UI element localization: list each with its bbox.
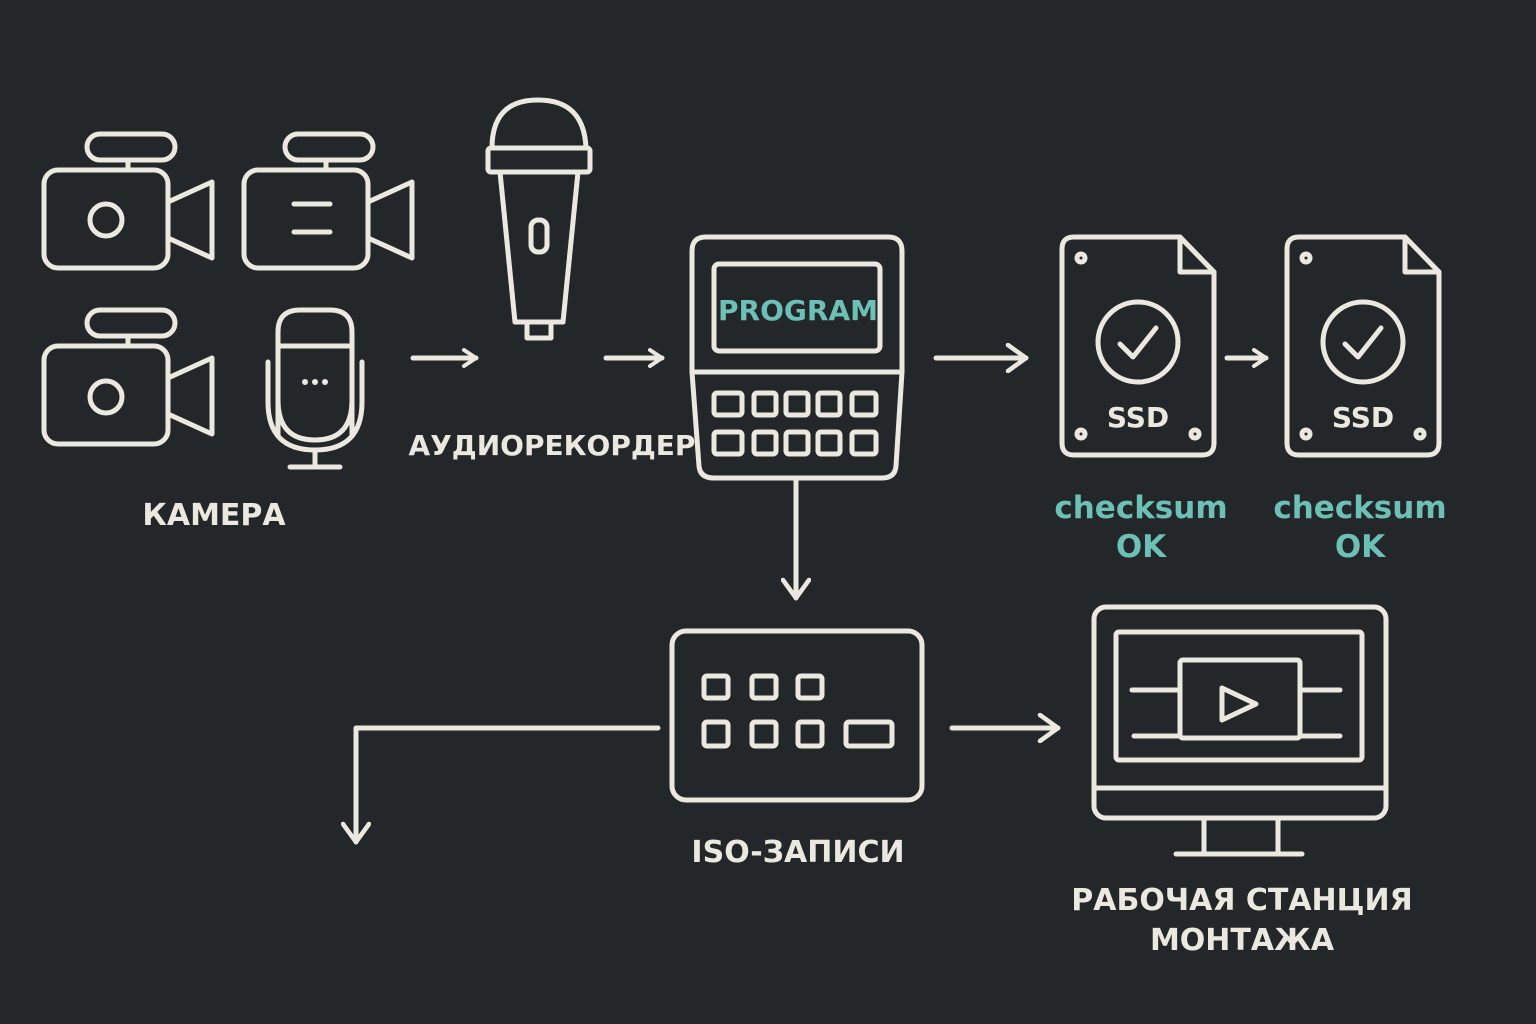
handheld-microphone-icon — [485, 97, 593, 341]
play-icon — [1219, 685, 1259, 723]
switcher-buttons — [711, 390, 879, 457]
workstation-label: МОНТАЖА — [1150, 923, 1335, 958]
ssd-label: SSD — [1332, 401, 1394, 434]
ssd-drive-icon — [1059, 234, 1217, 458]
checksum-status: checksum — [1054, 490, 1227, 526]
checksum-status: checksum — [1273, 490, 1446, 526]
checksum-status: OK — [1335, 529, 1386, 565]
camera-label: КАМЕРА — [142, 498, 286, 533]
studio-microphone-icon — [265, 307, 365, 470]
switcher-device-icon — [689, 234, 905, 481]
ssd-label: SSD — [1107, 401, 1169, 434]
workstation-label: РАБОЧАЯ СТАНЦИЯ — [1071, 883, 1412, 918]
iso-recorder-icon — [669, 628, 925, 803]
flow-arrow — [356, 725, 661, 845]
video-camera-icon — [241, 131, 415, 271]
monitor-icon — [1091, 604, 1389, 857]
video-camera-icon — [41, 131, 215, 271]
mic-dots-icon — [302, 379, 328, 385]
program-screen-label: PROGRAM — [718, 294, 878, 327]
iso-recordings-label: ISO-ЗАПИСИ — [691, 835, 904, 870]
audio-recorder-label: АУДИОРЕКОРДЕР — [409, 429, 696, 462]
iso-recorder-buttons — [701, 673, 895, 749]
ssd-drive-icon — [1284, 234, 1442, 458]
checksum-status: OK — [1116, 529, 1167, 565]
video-camera-icon — [41, 307, 215, 447]
